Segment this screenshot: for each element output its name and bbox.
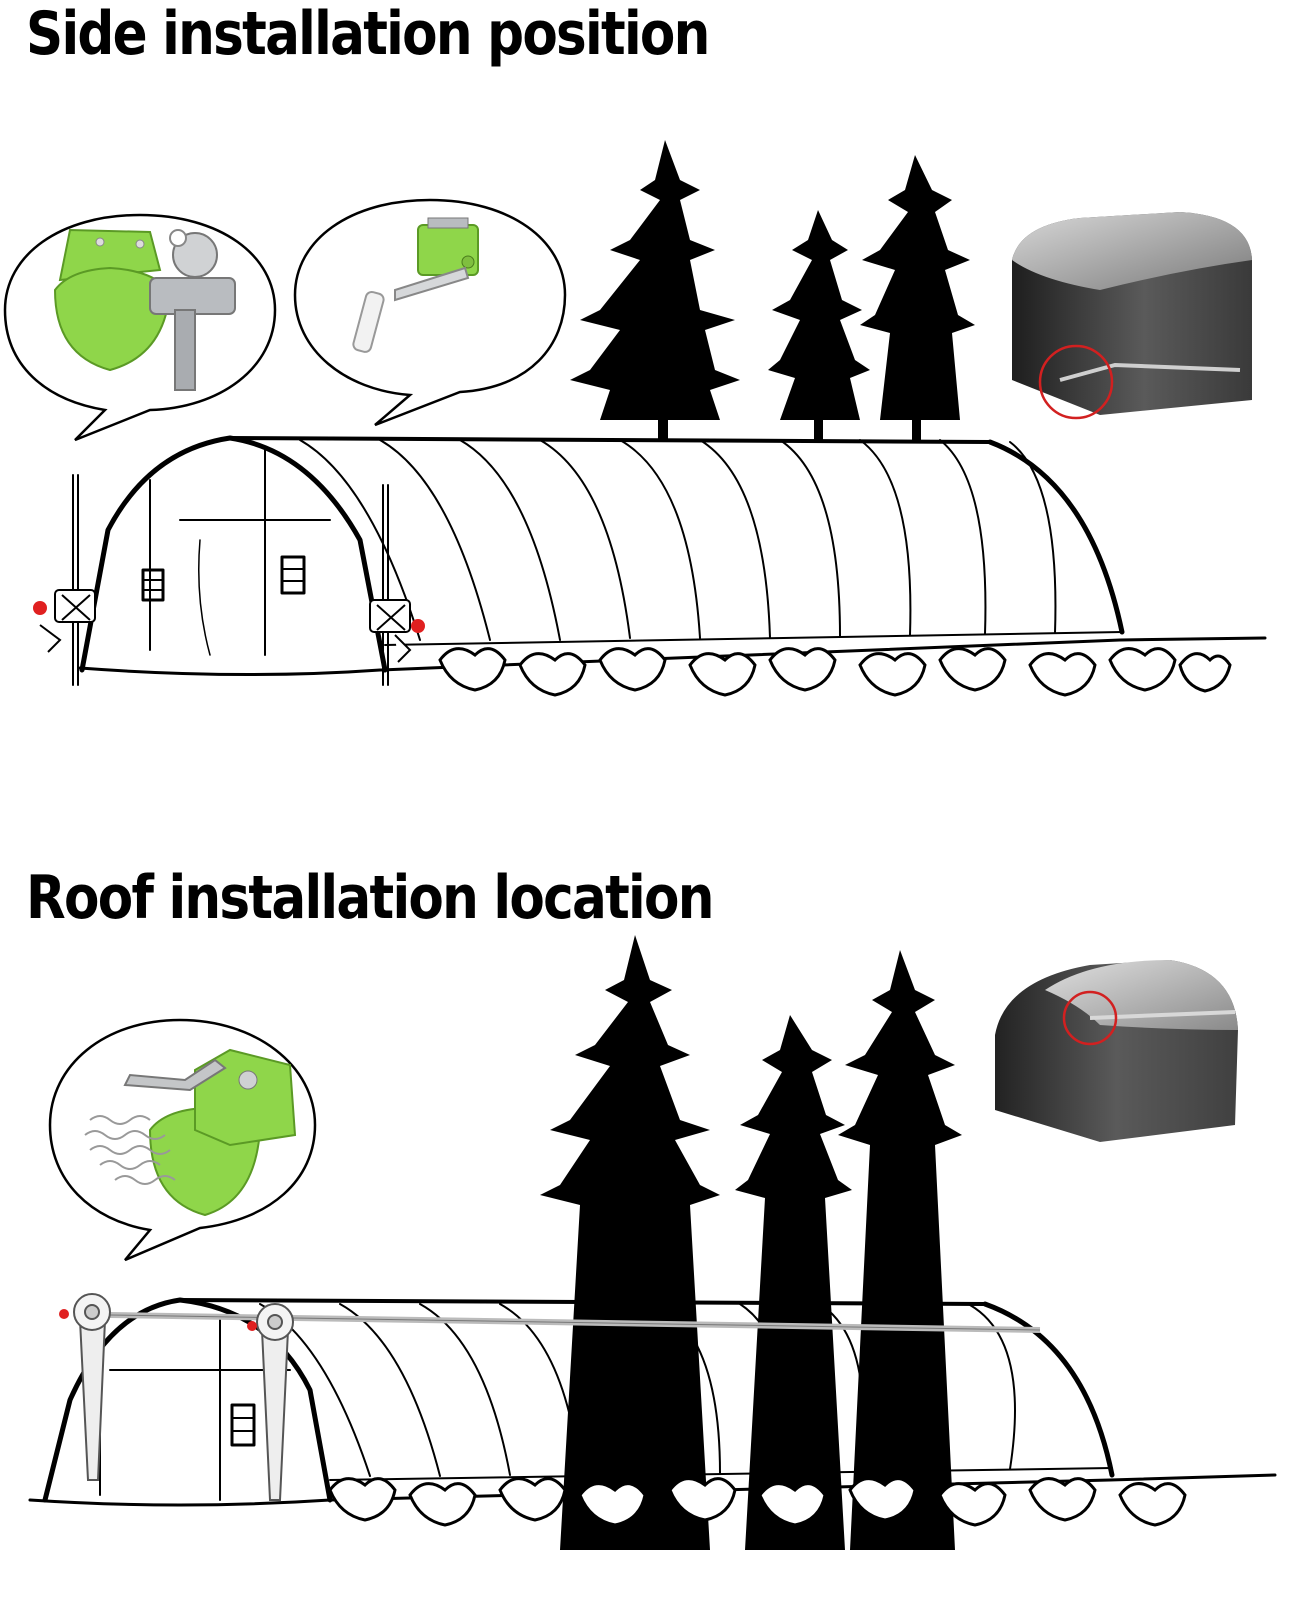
right-side-marker <box>411 619 425 633</box>
roof-greenhouse-photo <box>995 960 1238 1142</box>
left-roof-marker <box>59 1309 69 1319</box>
roof-winch-with-chain-icon <box>84 1048 297 1217</box>
tree-right <box>860 155 975 440</box>
tree-group-roof <box>540 935 962 1550</box>
left-side-marker <box>33 601 47 615</box>
side-bubble-1 <box>3 213 277 442</box>
side-greenhouse <box>72 435 1267 686</box>
left-roof-winch <box>73 1293 111 1481</box>
right-side-winch <box>369 599 412 663</box>
side-bubble-2 <box>293 198 567 427</box>
tree-middle <box>768 210 870 440</box>
side-greenhouse-photo <box>1012 212 1252 420</box>
roof-bubble <box>48 1018 317 1262</box>
tree-tall-left-roof <box>540 935 720 1550</box>
hand-crank-winch-icon <box>352 217 479 353</box>
tree-middle-roof <box>735 1015 852 1550</box>
roof-installation-title: Roof installation location <box>26 863 714 933</box>
photo-highlight-circle <box>1038 344 1114 420</box>
side-installation-diagram <box>3 140 1267 697</box>
right-roof-marker <box>247 1321 257 1331</box>
tree-tall-left <box>570 140 740 440</box>
tree-group <box>570 140 975 440</box>
roof-installation-diagram <box>28 935 1277 1550</box>
roof-photo-highlight-circle <box>1062 990 1118 1046</box>
green-side-winch-icon <box>53 228 236 391</box>
side-installation-title: Side installation position <box>26 0 710 69</box>
tree-right-roof <box>838 950 962 1550</box>
plant-row <box>438 647 1232 697</box>
plant-row-roof <box>328 1477 1187 1527</box>
right-roof-winch <box>256 1303 294 1501</box>
left-side-winch <box>39 589 96 653</box>
